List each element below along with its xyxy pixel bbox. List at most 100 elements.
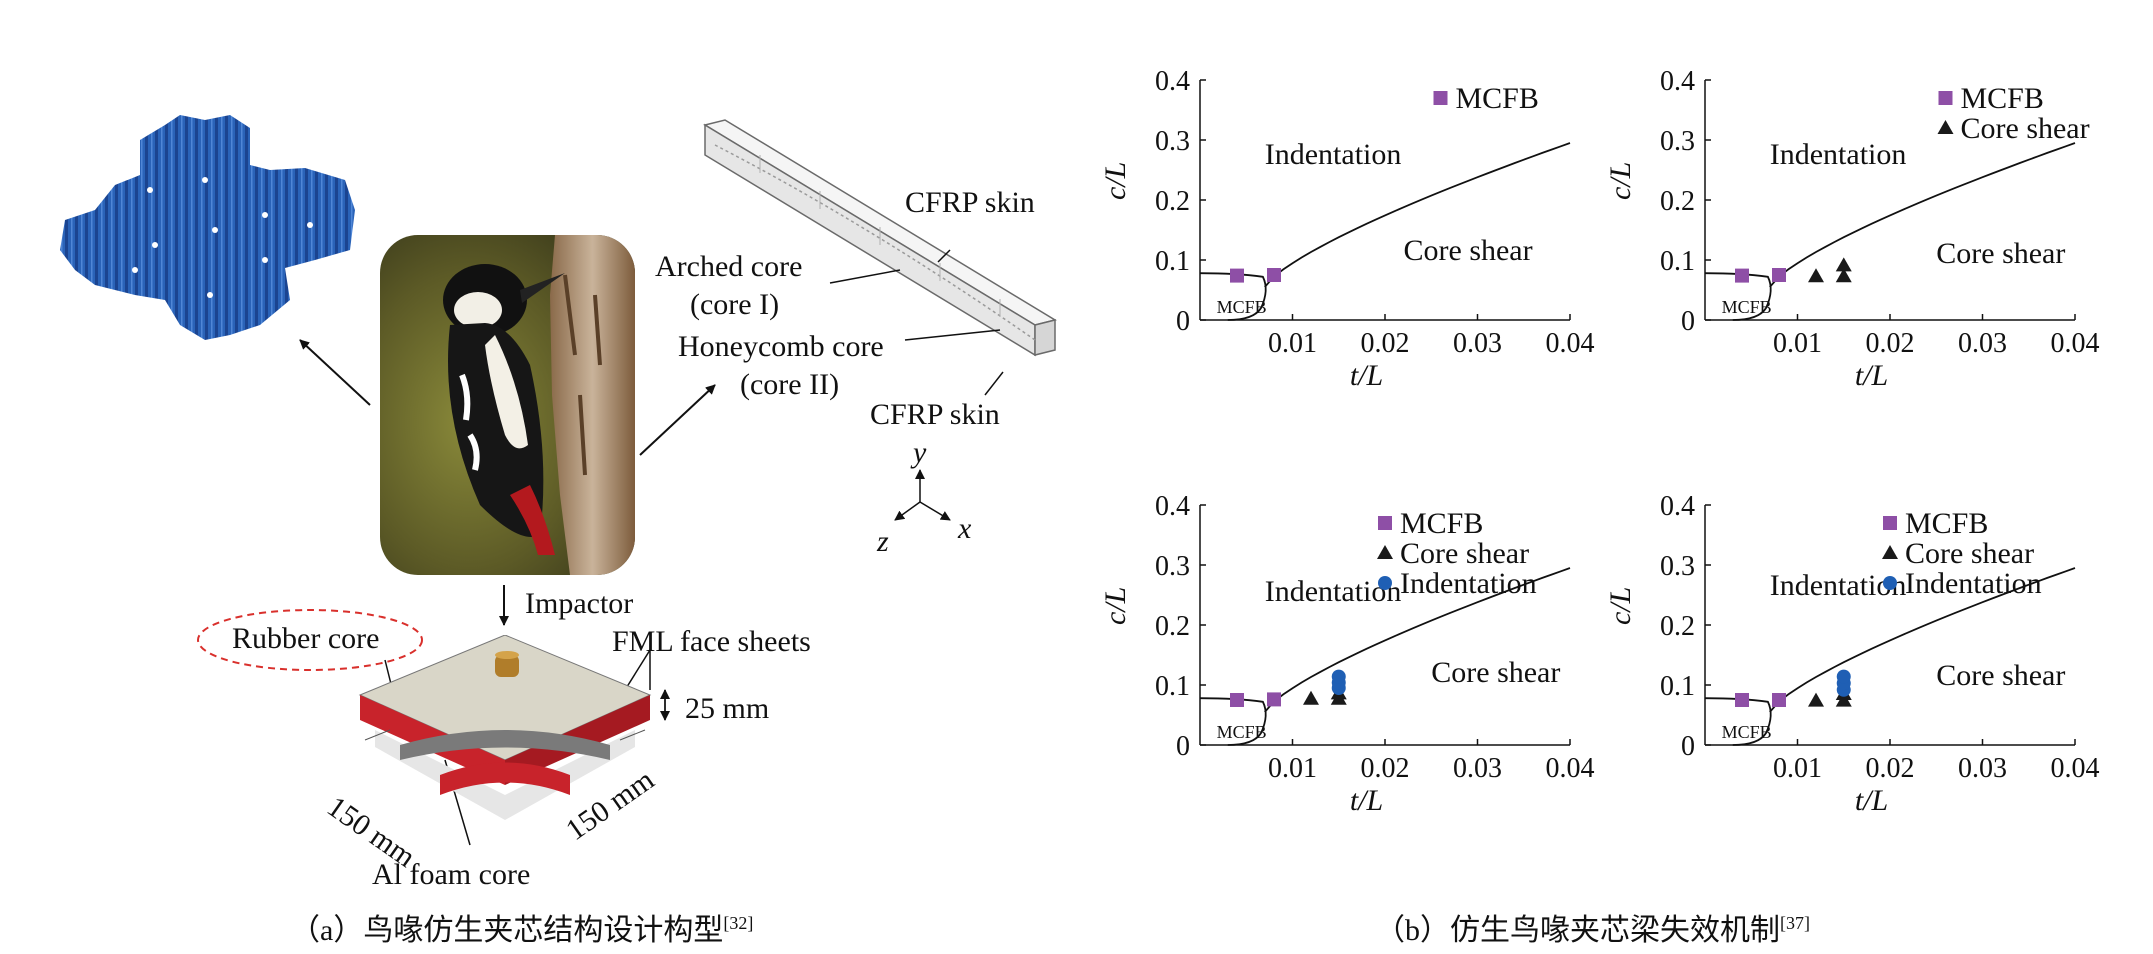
- indentation-core-shear-boundary: [1769, 567, 2076, 713]
- y-tick-label: 0.2: [1155, 186, 1190, 217]
- caption-b: （b）仿生鸟喙夹芯梁失效机制[37]: [1375, 905, 1810, 949]
- y-tick-label: 0: [1681, 306, 1695, 337]
- woodpecker-photo: [380, 235, 635, 575]
- x-tick-label: 0.02: [1361, 753, 1410, 784]
- caption-a-text: （a）鸟喙仿生夹芯结构设计构型: [290, 914, 724, 947]
- y-tick-label: 0.2: [1660, 186, 1695, 217]
- data-point-triangle: [1808, 268, 1824, 283]
- y-tick-label: 0.1: [1660, 246, 1695, 277]
- y-tick-label: 0: [1176, 731, 1190, 762]
- x-tick-label: 0.01: [1268, 753, 1317, 784]
- data-point-triangle: [1835, 257, 1852, 272]
- y-axis-label: c/L: [1605, 162, 1637, 200]
- arched-core-sub-label: (core I): [690, 288, 780, 321]
- fml-face-sheets-label: FML face sheets: [612, 625, 811, 658]
- data-point-square: [1230, 693, 1244, 707]
- y-tick-label: 0.3: [1155, 126, 1190, 157]
- thickness-label: 25 mm: [685, 692, 770, 725]
- caption-b-text: （b）仿生鸟喙夹芯梁失效机制: [1375, 914, 1780, 947]
- data-point-square: [1735, 693, 1749, 707]
- cfrp-skin-bottom-label: CFRP skin: [870, 398, 1000, 431]
- arched-core-label: Arched core: [655, 250, 803, 283]
- x-tick-label: 0.04: [1546, 328, 1595, 359]
- y-tick-label: 0.3: [1660, 126, 1695, 157]
- legend-marker-triangle: [1882, 545, 1898, 559]
- legend-marker-triangle: [1377, 545, 1393, 559]
- y-tick-label: 0.2: [1155, 611, 1190, 642]
- axis-z-label: z: [877, 525, 889, 558]
- legend-marker-square: [1883, 516, 1897, 530]
- data-point-square: [1267, 692, 1281, 707]
- legend-label: Indentation: [1400, 567, 1537, 600]
- honeycomb-core-label: Honeycomb core: [678, 330, 884, 363]
- x-tick-label: 0.03: [1453, 328, 1502, 359]
- y-tick-label: 0.3: [1660, 551, 1695, 582]
- region-label-core-shear: Core shear: [1936, 659, 2065, 692]
- y-tick-label: 0.4: [1155, 491, 1190, 522]
- x-tick-label: 0.02: [1866, 328, 1915, 359]
- al-foam-core-label: Al foam core: [372, 858, 531, 891]
- x-tick-label: 0.04: [2051, 753, 2100, 784]
- y-tick-label: 0.4: [1660, 491, 1695, 522]
- y-axis-label: c/L: [1100, 162, 1132, 200]
- cfrp-beam-illustration: [703, 119, 1057, 357]
- indentation-core-shear-boundary: [1264, 142, 1571, 288]
- region-label-core-shear: Core shear: [1936, 237, 2065, 270]
- data-point-square: [1772, 268, 1786, 282]
- y-axis-label: c/L: [1605, 587, 1637, 625]
- x-tick-label: 0.02: [1361, 328, 1410, 359]
- axis-x-label: x: [958, 512, 972, 545]
- rubber-core-label: Rubber core: [232, 622, 380, 655]
- legend-label: Indentation: [1905, 567, 2042, 600]
- y-tick-label: 0: [1176, 306, 1190, 337]
- region-label-indentation: Indentation: [1770, 138, 1907, 171]
- x-axis-label: t/L: [1855, 784, 1888, 817]
- y-tick-label: 0.2: [1660, 611, 1695, 642]
- y-tick-label: 0.4: [1155, 66, 1190, 97]
- legend-marker-square: [1938, 91, 1953, 105]
- region-label-mcfb: MCFB: [1217, 297, 1267, 317]
- y-tick-label: 0.3: [1155, 551, 1190, 582]
- legend-label: MCFB: [1456, 82, 1539, 115]
- impact-sandwich-panel-illustration: [358, 635, 652, 820]
- legend-label: Core shear: [1400, 537, 1529, 570]
- caption-a-ref: [32]: [723, 913, 754, 933]
- region-label-core-shear: Core shear: [1404, 234, 1533, 267]
- honeycomb-structure-illustration: [60, 115, 355, 340]
- x-tick-label: 0.02: [1866, 753, 1915, 784]
- legend-marker-triangle: [1937, 120, 1954, 134]
- legend-label: MCFB: [1905, 507, 1988, 540]
- data-point-triangle: [1303, 690, 1319, 705]
- region-label-core-shear: Core shear: [1431, 656, 1560, 689]
- data-point-square: [1230, 268, 1244, 283]
- data-point-circle: [1331, 669, 1346, 684]
- region-label-mcfb: MCFB: [1217, 722, 1267, 742]
- left-panel-annotation-lines: [197, 249, 1004, 846]
- x-axis-label: t/L: [1350, 784, 1383, 817]
- x-tick-label: 0.04: [1546, 753, 1595, 784]
- legend-marker-circle: [1883, 576, 1897, 590]
- x-tick-label: 0.03: [1453, 753, 1502, 784]
- x-tick-label: 0.03: [1958, 328, 2007, 359]
- x-tick-label: 0.01: [1268, 328, 1317, 359]
- indentation-core-shear-boundary: [1769, 142, 2076, 288]
- data-point-triangle: [1835, 268, 1852, 283]
- indentation-core-shear-boundary: [1264, 567, 1571, 713]
- y-tick-label: 0: [1681, 731, 1695, 762]
- x-tick-label: 0.01: [1773, 328, 1822, 359]
- data-point-square: [1267, 268, 1281, 282]
- region-label-indentation: Indentation: [1265, 138, 1402, 171]
- x-tick-label: 0.04: [2051, 328, 2100, 359]
- region-label-mcfb: MCFB: [1722, 297, 1772, 317]
- x-tick-label: 0.03: [1958, 753, 2007, 784]
- legend-label: MCFB: [1400, 507, 1483, 540]
- region-label-mcfb: MCFB: [1722, 722, 1772, 742]
- data-point-triangle: [1808, 692, 1824, 707]
- honeycomb-core-sub-label: (core II): [740, 368, 840, 401]
- y-tick-label: 0.4: [1660, 66, 1695, 97]
- caption-b-ref: [37]: [1780, 913, 1810, 933]
- legend-marker-circle: [1378, 576, 1392, 590]
